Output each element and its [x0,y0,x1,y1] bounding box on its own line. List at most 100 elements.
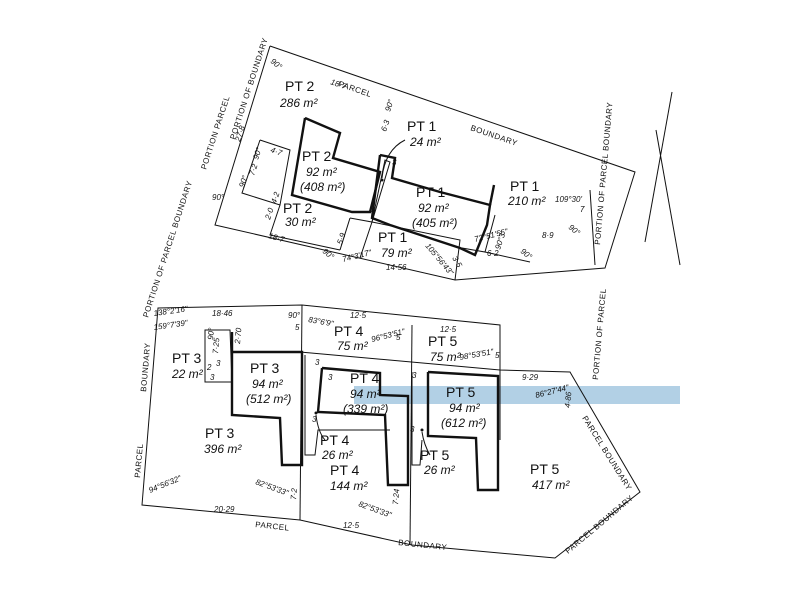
dimension: 4·86 [563,391,573,408]
dimension: 109°30' [555,195,582,204]
lot-area: 94 m² [350,387,382,401]
dimension: 6·2 [487,249,499,258]
lot-label: PT 2 [302,148,332,164]
boundary-label: PORTION OF PARCEL [591,288,608,380]
lot-area: 75 m² [337,339,369,353]
leaders [314,139,431,456]
lot-label: PT 3 [172,350,202,366]
lot-area: 30 m² [285,215,317,229]
dimension: 18·46 [212,309,233,318]
lot-label: PT 1 [378,229,408,245]
bottom-block-lots [230,332,500,492]
lot-area: 286 m² [279,96,318,110]
lot-label: PT 3 [205,425,235,441]
dimension: 3 [328,373,333,382]
lot-total: (512 m²) [246,392,291,406]
lot-area: 26 m² [321,448,354,462]
dimension: 3 [392,158,397,167]
dimension: 82°53'33" [254,477,290,498]
boundary-label: PARCEL [255,520,290,533]
boundary-label: BOUNDARY [469,123,519,148]
boundary-label: PARCEL BOUNDARY [580,414,633,492]
lot-label: PT 4 [330,462,360,478]
lot-area: 22 m² [171,367,204,381]
lot-labels: PT 2 286 m² PT 2 92 m² (408 m²) PT 2 30 … [171,78,570,493]
lot-area: 75 m² [430,350,462,364]
lot-label: PT 1 [416,184,446,200]
lot-label: PT 4 [334,323,364,339]
lot-total: (339 m²) [343,402,388,416]
lot-area: 417 m² [532,478,570,492]
lot-area: 94 m² [252,377,284,391]
dimension: 74°3'17" [341,248,373,264]
lot-label: PT 3 [250,360,280,376]
lot-area: 26 m² [423,463,456,477]
dimension: 3 [315,358,320,367]
dimension: 3 [312,415,317,424]
dimension: 7 [580,205,585,214]
dimension: 2·70 [233,327,243,345]
dimension: 3 [412,371,417,380]
dimension: 2 [206,363,212,372]
dimension: 20·29 [213,505,235,514]
lot-label: PT 4 [350,370,380,386]
dimension: 5·9 [335,231,347,245]
dimension: 90° [567,223,583,238]
dimension: 6·3 [379,118,391,132]
lot-label: PT 2 [283,200,313,216]
lot-area: 396 m² [204,442,242,456]
dimension: 12·5 [350,311,367,320]
dimension: 3 [410,425,415,434]
lot-area: 24 m² [409,135,442,149]
dimension: 90° [251,146,264,161]
boundary-label: PORTION OF PARCEL BOUNDARY [593,101,614,245]
dimension: 5 [495,351,500,360]
dimension: 90° [237,174,250,189]
boundary-label: PARCEL BOUNDARY [564,493,636,555]
dimension: 90° [269,57,285,72]
dimension: 82°53'33" [357,499,393,520]
dimension: 3 [210,373,215,382]
lot-label: PT 5 [428,333,458,349]
dimension: 90° [206,327,216,341]
dimension: 90° [383,98,396,113]
dimension: 90° [288,311,301,320]
lot-area: 92 m² [306,165,338,179]
top-block-boundaries [214,45,681,281]
dimension: 3 [370,205,375,214]
dimension: 7·2 [289,487,299,500]
dimension: 18·7 [267,231,285,244]
boundary-label: PORTION OF BOUNDARY [228,36,270,140]
dimension: 96°53'51" [370,327,407,344]
boundary-label: PORTION OF PARCEL BOUNDARY [141,179,194,318]
dimension: 8·9 [542,231,554,240]
lot-label: PT 2 [285,78,315,94]
dimension: 90° [212,193,225,202]
dimension: 3 [216,359,221,368]
dimension: 7·25 [211,337,221,354]
dimension: 12·5 [343,521,360,530]
dimension: 159°7'39" [153,318,189,332]
dimension: 138°2'16" [153,304,189,318]
lot-total: (408 m²) [300,180,345,194]
dimension: 4·7 [269,145,283,157]
lot-total: (405 m²) [412,216,457,230]
lot-area: 92 m² [418,201,450,215]
lot-label: PT 1 [510,178,540,194]
dimension: 12·5 [440,325,457,334]
bottom-block-boundaries [141,304,641,559]
dimension: 83°6'9" [308,315,336,328]
lot-area: 94 m² [449,401,481,415]
dimension: 7·24 [391,488,401,505]
dimension: 2·0 [263,206,276,221]
lot-label: PT 5 [446,384,476,400]
top-block-lots [290,116,496,257]
boundary-label: PARCEL [133,443,145,478]
dimension: 9·29 [522,373,539,382]
lot-label: PT 4 [320,432,350,448]
lot-area: 210 m² [507,194,546,208]
dimension: 98°53'51" [459,347,495,362]
dimension: 14·56 [386,263,407,272]
lot-label: PT 5 [420,447,450,463]
